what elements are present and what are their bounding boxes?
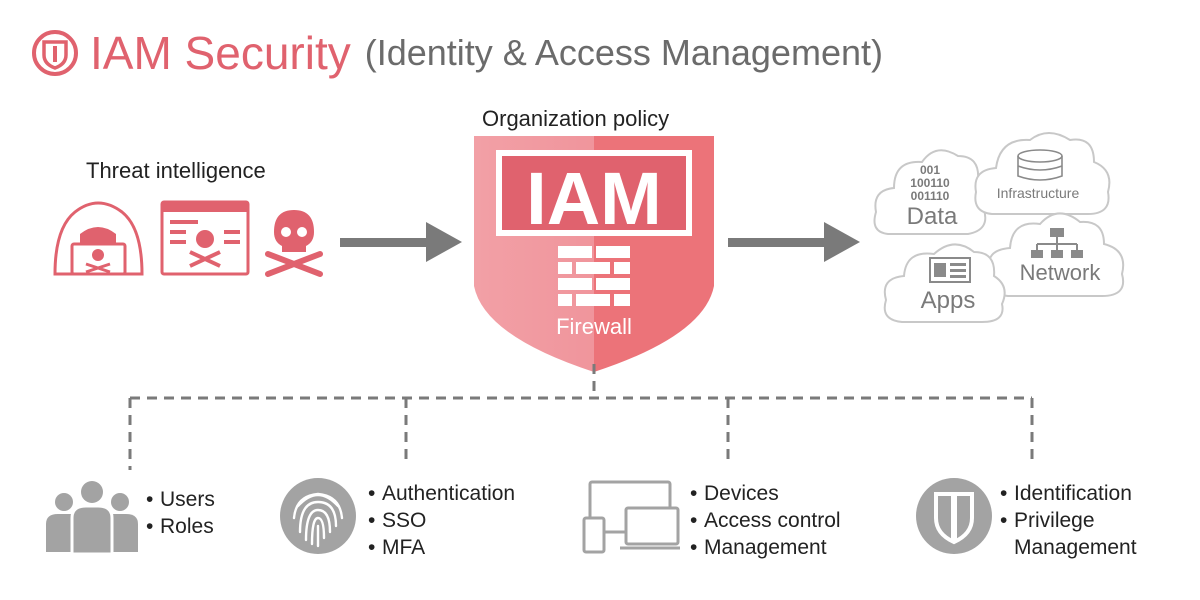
organization-policy-heading: Organization policy bbox=[482, 106, 670, 131]
infrastructure-label: Infrastructure bbox=[997, 185, 1080, 201]
list-item: MFA bbox=[368, 534, 515, 561]
shield-icon bbox=[916, 478, 992, 554]
svg-text:001: 001 bbox=[920, 163, 940, 177]
connector-lines bbox=[128, 364, 1034, 470]
iam-shield: IAM Firewall bbox=[474, 136, 714, 372]
data-label: Data bbox=[907, 203, 958, 230]
list-item: Devices bbox=[690, 480, 841, 507]
infrastructure-cloud bbox=[974, 132, 1111, 215]
threat-heading: Threat intelligence bbox=[86, 158, 266, 183]
list-item: SSO bbox=[368, 507, 515, 534]
arrow-right-icon bbox=[340, 222, 462, 262]
iam-label: IAM bbox=[526, 157, 662, 240]
malware-window-icon bbox=[160, 200, 250, 276]
list-item: Users bbox=[146, 486, 215, 513]
group-users-list: Users Roles bbox=[146, 486, 215, 540]
apps-label: Apps bbox=[921, 287, 976, 314]
firewall-label: Firewall bbox=[556, 314, 632, 339]
svg-text:001110: 001110 bbox=[911, 189, 950, 203]
page-subtitle: (Identity & Access Management) bbox=[364, 32, 883, 73]
firewall-brick-icon bbox=[558, 246, 630, 306]
hacker-icon bbox=[53, 201, 144, 276]
fingerprint-icon bbox=[280, 478, 356, 554]
list-item: Management bbox=[1014, 536, 1137, 559]
threat-icons bbox=[53, 200, 323, 277]
list-item: Management bbox=[690, 534, 841, 561]
group-devices-list: Devices Access control Management bbox=[690, 480, 841, 561]
group-auth-list: Authentication SSO MFA bbox=[368, 480, 515, 561]
app-window-icon bbox=[929, 257, 971, 283]
title-bar: IAM Security (Identity & Access Manageme… bbox=[30, 18, 883, 88]
brand-logo-icon bbox=[32, 30, 78, 76]
list-item: Privilege bbox=[1000, 507, 1137, 534]
data-binary: 001 100110 001110 bbox=[910, 163, 950, 203]
resources-clouds: 001 100110 001110 Data Infrastructure Ne… bbox=[873, 132, 1125, 323]
list-item: Roles bbox=[146, 513, 215, 540]
network-label: Network bbox=[1020, 260, 1102, 285]
database-icon bbox=[1017, 149, 1063, 181]
devices-icon bbox=[582, 480, 680, 554]
apps-cloud bbox=[883, 243, 1006, 323]
list-item: Authentication bbox=[368, 480, 515, 507]
users-group-icon bbox=[46, 481, 138, 556]
arrow-right-icon bbox=[728, 222, 860, 262]
list-item: Access control bbox=[690, 507, 841, 534]
page-title: IAM Security bbox=[90, 27, 351, 79]
svg-text:100110: 100110 bbox=[910, 176, 950, 190]
list-item: Identification bbox=[1000, 480, 1137, 507]
skull-crossbones-icon bbox=[265, 210, 323, 277]
network-topology-icon bbox=[1031, 228, 1083, 258]
group-identity-list: Identification Privilege Management bbox=[1000, 480, 1137, 561]
